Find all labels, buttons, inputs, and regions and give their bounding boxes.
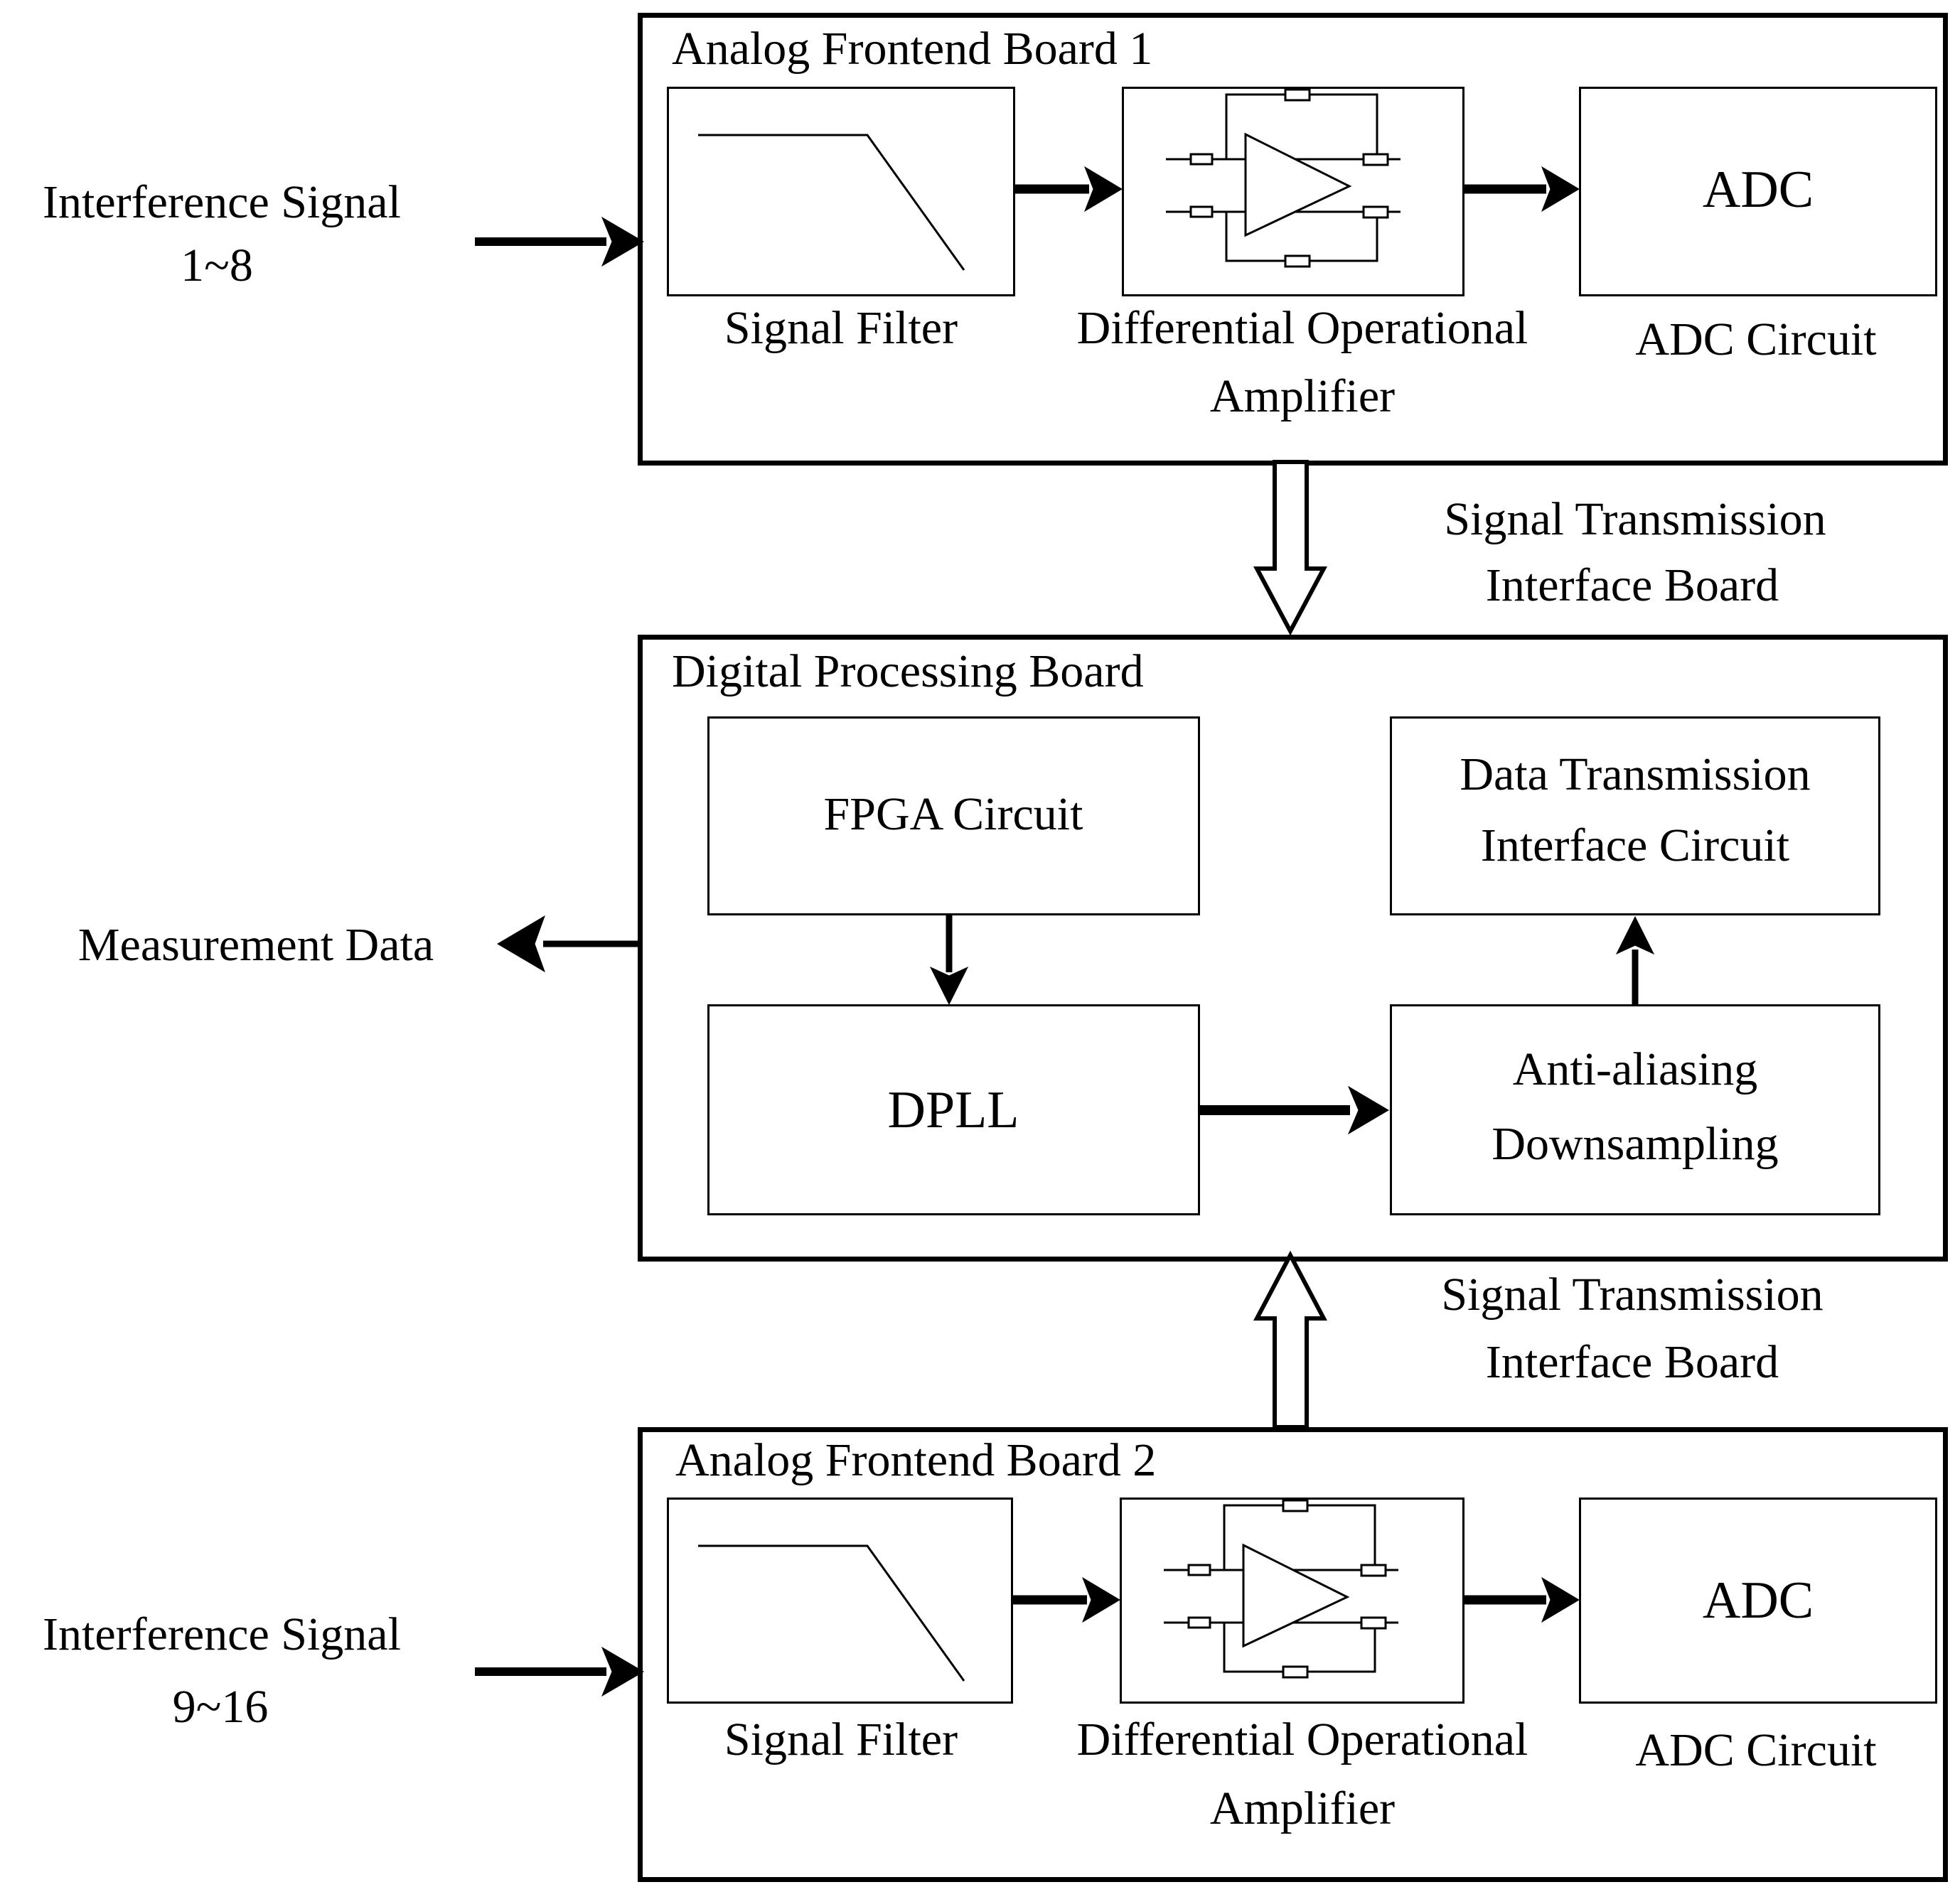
adc-box-2 (1579, 1498, 1937, 1704)
afb2-title: Analog Frontend Board 2 (675, 1434, 1157, 1486)
fpga-circuit-label: FPGA Circuit (823, 788, 1083, 840)
adc-text-2: ADC (1702, 1571, 1814, 1630)
board1-to-dpb-hollow-arrow (1253, 460, 1328, 636)
signal-transmission-label-1-line2: Interface Board (1485, 559, 1779, 611)
diff-opamp-label-2-line1: Differential Operational (1076, 1714, 1528, 1765)
signal-transmission-label-1-line1: Signal Transmission (1444, 493, 1826, 545)
dpll-label: DPLL (887, 1081, 1019, 1139)
diff-opamp-box-2 (1120, 1498, 1464, 1704)
anti-aliasing-box (1390, 1004, 1880, 1215)
interference-signal-1-label-line1: Interference Signal (43, 176, 401, 228)
adc-circuit-label-1: ADC Circuit (1635, 313, 1877, 365)
anti-aliasing-label-line2: Downsampling (1492, 1118, 1779, 1170)
diff-opamp-box-1 (1122, 87, 1464, 296)
diff-opamp-label-1-line1: Differential Operational (1076, 302, 1528, 354)
interference-2-arrow (475, 1646, 644, 1697)
signal-transmission-label-2-line1: Signal Transmission (1441, 1269, 1824, 1321)
adc-box-1 (1579, 87, 1937, 296)
interference-signal-2-label-line1: Interference Signal (43, 1608, 401, 1660)
signal-filter-label-1: Signal Filter (724, 302, 958, 354)
data-transmission-interface-box (1390, 716, 1880, 915)
signal-filter-label-2: Signal Filter (724, 1714, 958, 1765)
dpb-title: Digital Processing Board (672, 645, 1144, 697)
afb1-title: Analog Frontend Board 1 (672, 23, 1153, 75)
adc-circuit-label-2: ADC Circuit (1635, 1724, 1877, 1776)
measurement-data-label: Measurement Data (77, 919, 434, 971)
signal-filter-box-2 (667, 1498, 1013, 1704)
signal-filter-box-1 (667, 87, 1015, 296)
adc-text-1: ADC (1702, 161, 1814, 219)
anti-aliasing-label-line1: Anti-aliasing (1512, 1043, 1758, 1095)
board2-to-dpb-hollow-arrow (1253, 1250, 1327, 1429)
measurement-data-arrow (497, 915, 638, 973)
diff-opamp-label-2-line2: Amplifier (1209, 1783, 1396, 1834)
interference-1-arrow (475, 216, 644, 267)
data-transmission-interface-label-line1: Data Transmission (1460, 748, 1811, 800)
dpll-box (707, 1004, 1200, 1215)
fpga-circuit-box (707, 716, 1200, 915)
interference-signal-2-label-line2: 9~16 (172, 1681, 269, 1733)
data-transmission-interface-label-line2: Interface Circuit (1480, 819, 1790, 871)
diff-opamp-label-1-line2: Amplifier (1209, 370, 1396, 422)
signal-transmission-label-2-line2: Interface Board (1485, 1336, 1779, 1388)
interference-signal-1-label-line2: 1~8 (181, 240, 253, 291)
